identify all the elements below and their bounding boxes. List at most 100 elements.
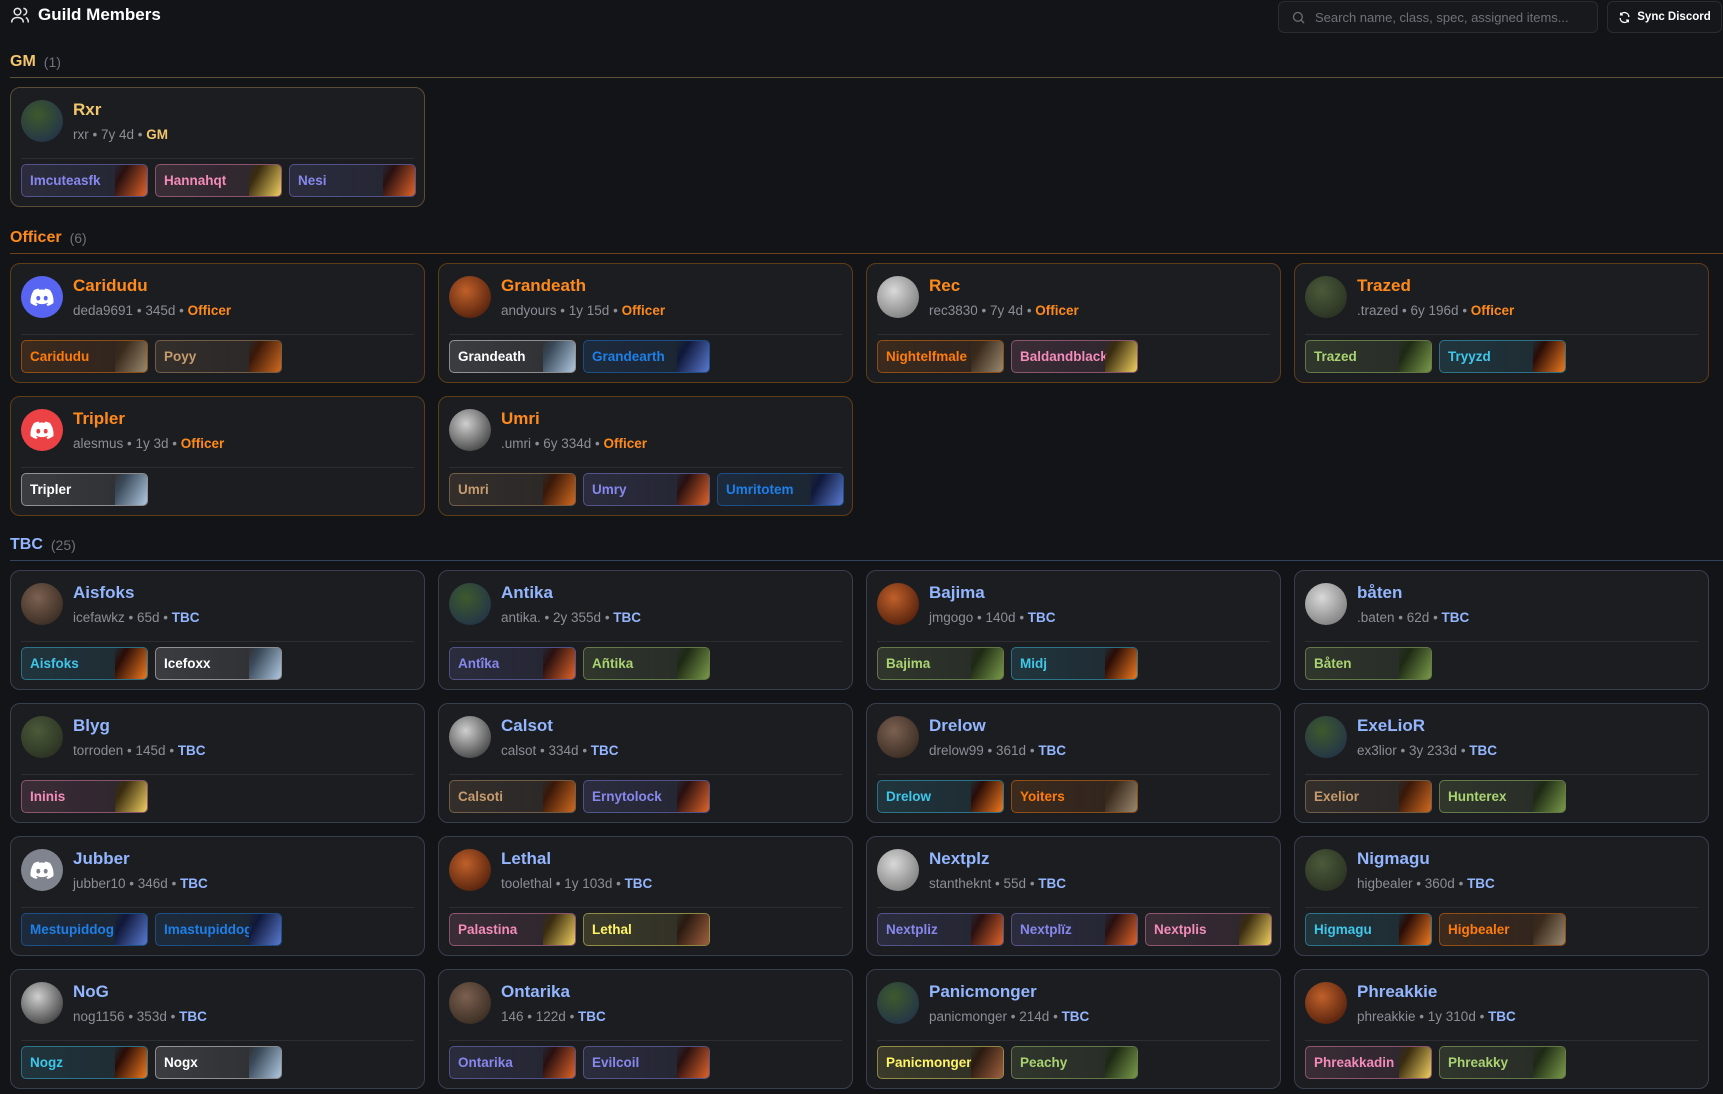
character-name: Tryyzd [1448, 349, 1491, 364]
character-chip[interactable]: Caridudu [21, 340, 148, 373]
character-chip[interactable]: Midj [1011, 647, 1138, 680]
page-title-text: Guild Members [38, 5, 161, 24]
character-chip[interactable]: Mestupiddog [21, 913, 148, 946]
character-chip[interactable]: Bajima [877, 647, 1004, 680]
search-box[interactable] [1278, 1, 1598, 33]
member-name: Lethal [501, 849, 552, 868]
avatar [1305, 716, 1347, 758]
character-name: Hannahqt [164, 173, 227, 188]
character-chip[interactable]: Higmagu [1305, 913, 1432, 946]
character-chip[interactable]: Hannahqt [155, 164, 282, 197]
search-input[interactable] [1315, 9, 1585, 25]
rank-label: Officer [621, 303, 666, 318]
rank-label: TBC [1038, 876, 1067, 891]
character-name: Drelow [886, 789, 932, 804]
rank-label: Officer [1470, 303, 1515, 318]
character-chip[interactable]: Calsoti [449, 780, 576, 813]
character-chip[interactable]: Panicmonger [877, 1046, 1004, 1079]
character-chip[interactable]: Båten [1305, 647, 1432, 680]
character-chip[interactable]: Nesi [289, 164, 416, 197]
character-chip[interactable]: Ontarika [449, 1046, 576, 1079]
character-chip[interactable]: Umritotem [717, 473, 844, 506]
shaman-spec-icon [249, 914, 281, 945]
character-chip[interactable]: Grandearth [583, 340, 710, 373]
member-name: Jubber [73, 849, 130, 868]
character-chip[interactable]: Icefoxx [155, 647, 282, 680]
character-name: Phreakky [1448, 1055, 1509, 1070]
character-name: Aisfoks [30, 656, 79, 671]
character-chip[interactable]: Poyy [155, 340, 282, 373]
sync-discord-button[interactable]: Sync Discord [1607, 1, 1722, 33]
character-chip[interactable]: Higbealer [1439, 913, 1566, 946]
character-chip[interactable]: Añtika [583, 647, 710, 680]
member-tenure: 145d [135, 743, 166, 758]
character-chip[interactable]: Nextpliz [877, 913, 1004, 946]
divider [21, 907, 414, 908]
character-chip[interactable]: Nogx [155, 1046, 282, 1079]
druid-spec-icon [1105, 781, 1137, 812]
character-chip[interactable]: Umri [449, 473, 576, 506]
character-chip[interactable]: Grandeath [449, 340, 576, 373]
character-chip[interactable]: Phreakky [1439, 1046, 1566, 1079]
character-chip[interactable]: Trazed [1305, 340, 1432, 373]
character-chip[interactable]: Imcuteasfk [21, 164, 148, 197]
section-count: (6) [69, 229, 87, 246]
member-name: Trazed [1357, 276, 1411, 295]
member-meta: toolethal • 1y 103d • TBC [501, 876, 653, 891]
character-chip[interactable]: Ernytolock [583, 780, 710, 813]
character-chip[interactable]: Nextplis [1145, 913, 1272, 946]
warrior-spec-icon [543, 781, 575, 812]
character-chip[interactable]: Baldandblack [1011, 340, 1138, 373]
character-chip[interactable]: Hunterex [1439, 780, 1566, 813]
character-chip[interactable]: Exelior [1305, 780, 1432, 813]
character-chip[interactable]: Evilcoil [583, 1046, 710, 1079]
character-chip[interactable]: Ininis [21, 780, 148, 813]
priest-spec-icon [249, 1047, 281, 1078]
character-chip[interactable]: Nogz [21, 1046, 148, 1079]
member-card[interactable]: Lethal toolethal • 1y 103d • TBC Palastina… [438, 836, 853, 956]
character-chip[interactable]: Yoiters [1011, 780, 1138, 813]
character-chip[interactable]: Aisfoks [21, 647, 148, 680]
character-chip[interactable]: Umry [583, 473, 710, 506]
character-chip[interactable]: Tryyzd [1439, 340, 1566, 373]
character-chip[interactable]: Lethal [583, 913, 710, 946]
character-chip[interactable]: Imastupiddog [155, 913, 282, 946]
divider [21, 158, 414, 159]
character-chip[interactable]: Drelow [877, 780, 1004, 813]
character-chip[interactable]: Tripler [21, 473, 148, 506]
character-chip[interactable]: Palastina [449, 913, 576, 946]
character-chip[interactable]: Nextplïz [1011, 913, 1138, 946]
character-chip[interactable]: Antîka [449, 647, 576, 680]
character-chip[interactable]: Phreakkadin [1305, 1046, 1432, 1079]
hunter-spec-icon [677, 648, 709, 679]
character-chip[interactable]: Peachy [1011, 1046, 1138, 1079]
warlock-spec-icon [543, 1047, 575, 1078]
character-chip[interactable]: Nightelfmale [877, 340, 1004, 373]
mage-spec-icon [115, 1047, 147, 1078]
